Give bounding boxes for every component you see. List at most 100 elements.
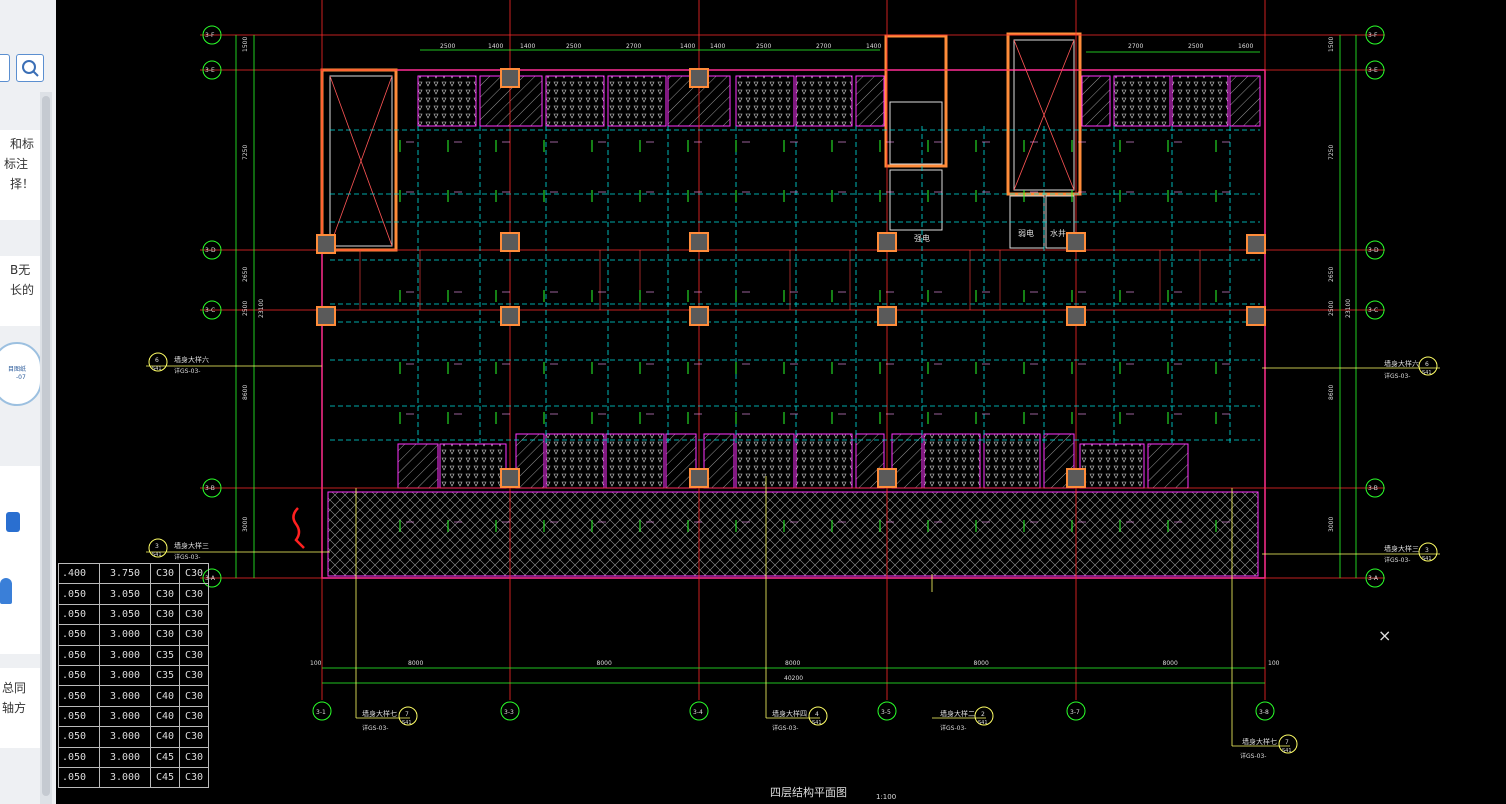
- right-dimension-text: 2500: [1328, 301, 1335, 316]
- left-dimension-text: 7250: [242, 145, 249, 160]
- table-cell: 3.050: [99, 583, 151, 605]
- columns: [316, 68, 1266, 488]
- table-cell: .050: [58, 583, 100, 605]
- column: [689, 68, 709, 88]
- expand-button[interactable]: [0, 54, 10, 82]
- callout-right-6: 6 S41 墙身大样六 详GS-03-: [1262, 356, 1440, 380]
- axis-bubble-right: [1365, 478, 1385, 498]
- tip-text-1: 总同: [2, 681, 27, 695]
- callout-sheet: S41: [402, 720, 412, 726]
- project-avatar-date: -07: [16, 374, 26, 381]
- table-cell: .050: [58, 746, 100, 768]
- callout-num: 2: [981, 711, 985, 718]
- callout-sheet: S41: [1422, 556, 1432, 562]
- callout-label: 墙身大样三: [1384, 544, 1419, 553]
- axis-bubble-right: [1365, 568, 1385, 588]
- axis-letter-label-right: 3-A: [1368, 575, 1379, 582]
- axis-letter-label-left: 3-A: [205, 575, 216, 582]
- callout-num: 3: [155, 543, 159, 550]
- table-cell: C30: [179, 664, 209, 687]
- table-cell: C30: [179, 726, 209, 748]
- info-card: B无 长的: [0, 256, 40, 326]
- axis-bubble-right: [1365, 60, 1385, 80]
- axis-letter-label-left: 3-C: [205, 307, 215, 314]
- bay-dimension-text: 8000: [785, 660, 800, 667]
- callout-sheet: S41: [978, 720, 988, 726]
- axis-bubble-left: [202, 300, 222, 320]
- table-cell: C45: [150, 746, 180, 768]
- callout-ref: 详GS-03-: [1240, 752, 1266, 760]
- project-avatar-label: 目图纸: [8, 366, 27, 373]
- column: [877, 306, 897, 326]
- beam-lines: [330, 126, 1260, 444]
- callout-label: 墙身大样四: [772, 709, 807, 718]
- right-dimension-text: 3000: [1328, 517, 1335, 532]
- red-annotation-mark: [292, 507, 305, 549]
- table-cell: C30: [179, 624, 209, 646]
- table-cell: .050: [58, 644, 100, 666]
- table-cell: 3.750: [99, 562, 151, 585]
- callout-left-6: 6 S41 墙身大样六 详GS-03-: [146, 352, 322, 375]
- column: [1246, 306, 1266, 326]
- side-scrollbar-thumb[interactable]: [42, 96, 50, 796]
- left-dimension-text: 3000: [242, 517, 249, 532]
- axis-number-label: 3-8: [1259, 709, 1269, 716]
- table-cell: .050: [58, 664, 100, 687]
- left-dimension-text: 1500: [242, 37, 249, 52]
- tip-card: 总同 轴方: [0, 668, 40, 748]
- table-cell: 3.000: [99, 664, 151, 687]
- total-vertical-dimension: 23100: [1345, 299, 1352, 318]
- notice-card: 和标 标注 择！: [0, 130, 40, 220]
- table-cell: C30: [179, 583, 209, 605]
- callout-ref: 详GS-03-: [772, 724, 798, 732]
- callout-sheet: S41: [152, 366, 162, 372]
- person-icon[interactable]: [0, 578, 12, 604]
- axis-letter-label-right: 3-E: [1368, 67, 1378, 74]
- axis-number-label: 3-5: [881, 709, 891, 716]
- bay-dimension-text: 8000: [1163, 660, 1178, 667]
- room-label-weak-current: 弱电: [1018, 228, 1034, 238]
- callout-label: 墙身大样六: [1384, 359, 1419, 368]
- edge-dimension-text: 100: [310, 660, 322, 667]
- drawing-scale: 1:100: [876, 793, 897, 801]
- table-cell: C30: [179, 562, 209, 585]
- top-dimension-text: 1400: [710, 43, 725, 50]
- bay-dimension-text: 8000: [408, 660, 423, 667]
- callout-ref: 详GS-03-: [362, 724, 388, 732]
- axis-bubble: [1255, 701, 1275, 721]
- axis-number-label: 3-1: [316, 709, 326, 716]
- top-dimension-text: 1400: [866, 43, 881, 50]
- callout-label: 墙身大样三: [174, 541, 209, 550]
- axis-number-label: 3-4: [693, 709, 703, 716]
- table-cell: .050: [58, 685, 100, 707]
- close-icon[interactable]: ×: [1378, 626, 1392, 645]
- table-cell: 3.000: [99, 624, 151, 646]
- table-cell: C30: [179, 746, 209, 768]
- top-dimension-text: 2500: [440, 43, 455, 50]
- axis-bubble-left: [202, 478, 222, 498]
- traffic-light-icon[interactable]: [6, 512, 20, 532]
- callout-num: 6: [155, 357, 159, 364]
- top-dimension-text: 2700: [816, 43, 831, 50]
- table-cell: C30: [150, 624, 180, 646]
- table-cell: C45: [150, 766, 180, 789]
- search-button[interactable]: [16, 54, 44, 82]
- table-cell: 3.000: [99, 766, 151, 789]
- bay-dimension-text: 8000: [974, 660, 989, 667]
- side-panel: 和标 标注 择！ B无 长的 目图纸 -07 总同 轴方: [0, 0, 56, 804]
- drawing-title: 四层结构平面图: [770, 786, 847, 799]
- right-dimension-text: 1500: [1328, 37, 1335, 52]
- table-cell: C40: [150, 726, 180, 748]
- column: [1246, 234, 1266, 254]
- table-cell: .050: [58, 766, 100, 789]
- callout-ref: 详GS-03-: [940, 724, 966, 732]
- axis-bubble-left: [202, 60, 222, 80]
- top-dimension-text: 1400: [680, 43, 695, 50]
- callout-num: 6: [1425, 361, 1429, 368]
